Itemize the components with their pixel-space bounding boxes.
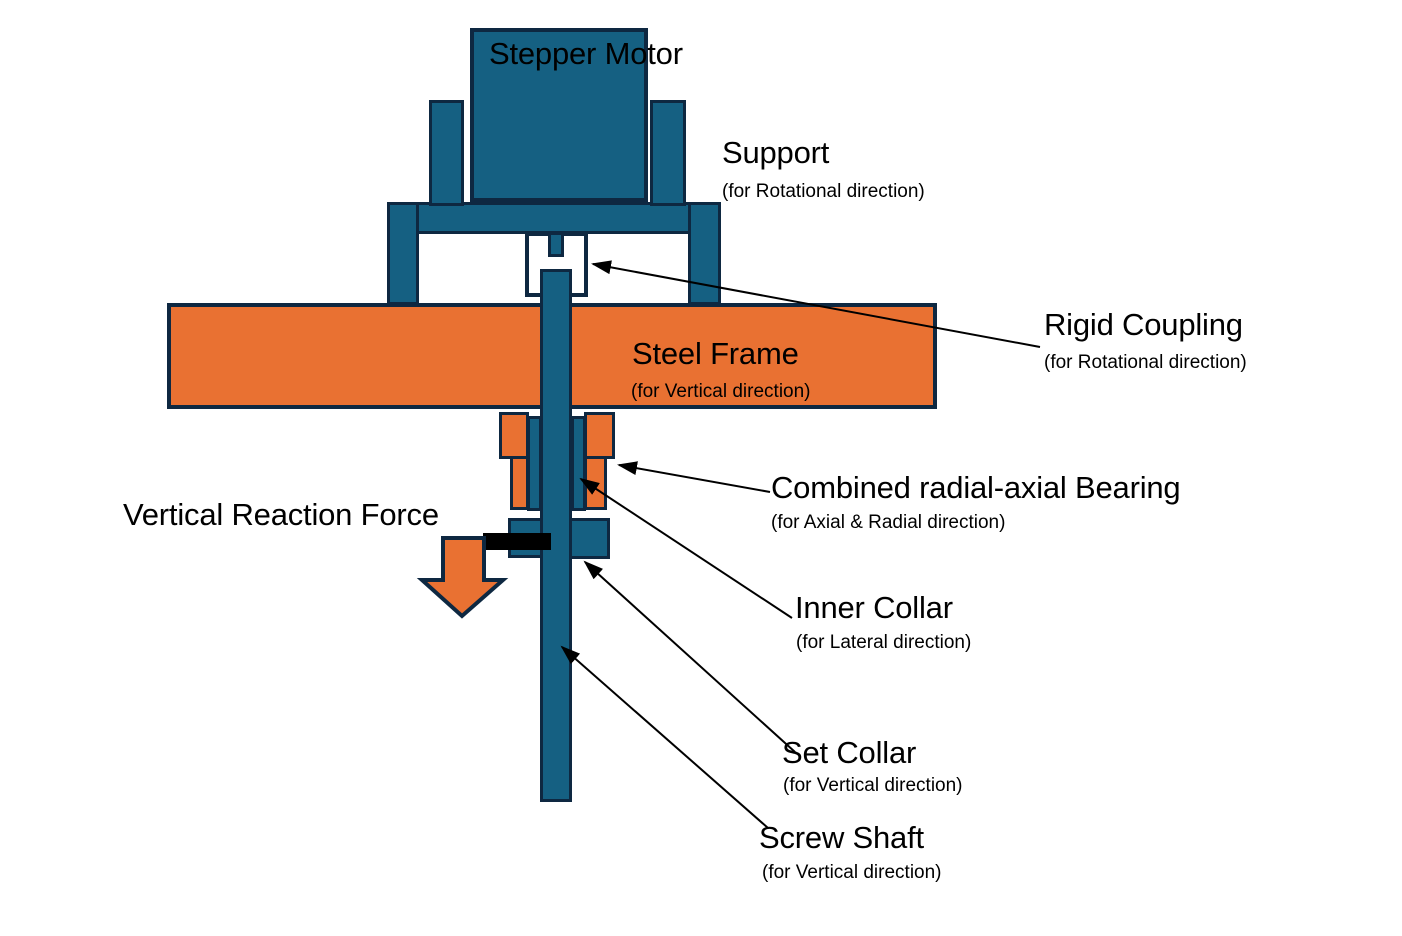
motor-mount-right-shape [650,100,686,206]
bearing-annotation-line [617,461,771,493]
support-left-leg-shape [387,202,419,305]
steel-frame-label: Steel Frame [632,336,799,371]
vertical-reaction-force-label: Vertical Reaction Force [123,497,439,532]
motor-shaft-stub-shape [548,232,564,257]
rigid-coupling-note: (for Rotational direction) [1044,352,1247,373]
stepper-motor-shape [470,28,648,202]
rigid-coupling-label: Rigid Coupling [1044,307,1243,342]
set-collar-right-shape [569,518,610,559]
screw-shaft-label: Screw Shaft [759,820,924,855]
set-collar-note: (for Vertical direction) [783,775,963,796]
bearing-note: (for Axial & Radial direction) [771,512,1006,533]
support-note: (for Rotational direction) [722,181,925,202]
screw-shaft-annotation-line [560,645,769,829]
bearing-label: Combined radial-axial Bearing [771,470,1181,505]
bearing-block-bottom-right-shape [584,456,607,510]
inner-collar-label: Inner Collar [795,590,953,625]
support-right-leg-shape [688,202,721,305]
inner-collar-note: (for Lateral direction) [796,632,972,653]
support-label: Support [722,135,830,170]
set-collar-label: Set Collar [782,735,917,770]
bearing-block-top-left-shape [499,412,529,459]
support-bar-shape [387,202,721,234]
reaction-force-bar [483,533,551,550]
set-collar-annotation-line [583,560,796,753]
screw-shaft-note: (for Vertical direction) [762,862,942,883]
inner-collar-right-shape [571,416,586,511]
stepper-motor-label: Stepper Motor [489,36,683,71]
steel-frame-note: (for Vertical direction) [631,381,811,402]
inner-collar-annotation-line [579,477,793,619]
motor-mount-left-shape [429,100,464,206]
bearing-block-top-right-shape [584,412,615,459]
